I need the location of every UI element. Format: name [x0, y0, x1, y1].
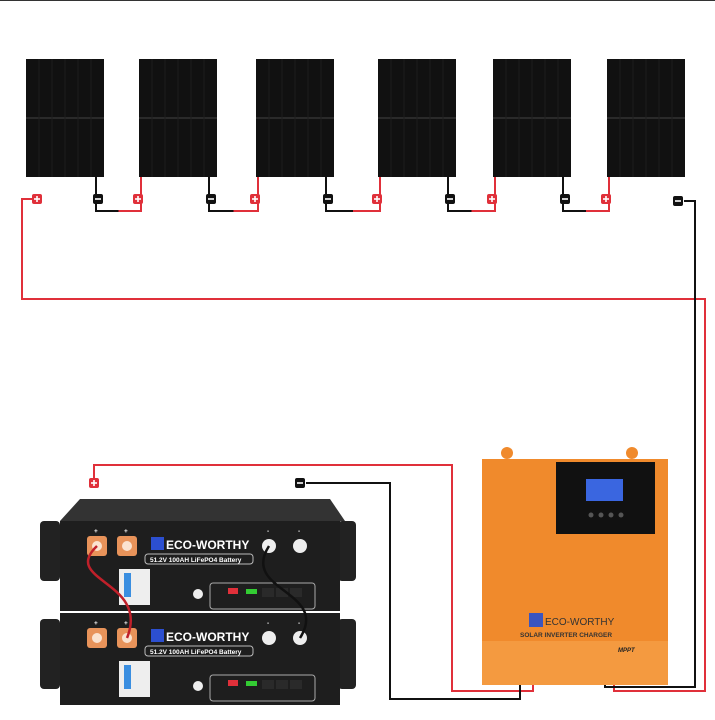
- battery-module: + + - - ECO-WORTHY 51.2V 100AH LiFePO4 Batter…: [87, 620, 316, 702]
- battery-series-negative-cable: [261, 545, 308, 639]
- panel-negative-lead: [562, 177, 586, 212]
- eco-worthy-logo-icon: [151, 629, 164, 642]
- inverter-button[interactable]: [608, 512, 614, 518]
- panel-positive-lead: [471, 177, 496, 212]
- inverter-button[interactable]: [588, 512, 594, 518]
- battery-port-panel: [209, 674, 316, 702]
- positive-label: +: [124, 528, 128, 535]
- solar-panel: [139, 59, 217, 177]
- panel-negative-lead: [95, 177, 119, 212]
- panel-positive-lead: [233, 177, 259, 212]
- inverter-button[interactable]: [618, 512, 624, 518]
- battery-model: 51.2V 100AH LiFePO4 Battery: [150, 557, 242, 564]
- positive-connector-icon: [372, 194, 382, 204]
- negative-terminal: [262, 631, 276, 645]
- battery-brand: ECO-WORTHY: [166, 538, 249, 552]
- negative-connector-icon: [560, 194, 570, 204]
- power-button[interactable]: [193, 589, 203, 599]
- inverter-brand: ECO-WORTHY: [545, 617, 615, 628]
- inverter-subtitle: SOLAR INVERTER CHARGER: [520, 632, 612, 639]
- negative-connector-icon: [445, 194, 455, 204]
- negative-label: -: [298, 620, 300, 627]
- negative-connector-icon: [295, 478, 305, 488]
- battery-stack: [40, 499, 356, 705]
- positive-connector-icon: [89, 478, 99, 488]
- panel-negative-lead: [325, 177, 353, 212]
- solar-panel: [493, 59, 571, 177]
- negative-connector-icon: [323, 194, 333, 204]
- positive-label: +: [124, 620, 128, 627]
- battery-brand: ECO-WORTHY: [166, 630, 249, 644]
- negative-connector-icon: [206, 194, 216, 204]
- negative-label: -: [267, 620, 269, 627]
- battery-series-positive-cable: [86, 545, 132, 639]
- comm-port: [262, 680, 274, 689]
- solar-panel: [256, 59, 334, 177]
- panel-positive-lead: [353, 177, 381, 212]
- inverter-button[interactable]: [598, 512, 604, 518]
- positive-connector-icon: [32, 194, 42, 204]
- comm-port: [276, 680, 288, 689]
- negative-connector-icon: [673, 196, 683, 206]
- inverter-lcd: [586, 479, 623, 501]
- positive-connector-icon: [601, 194, 611, 204]
- panel-negative-lead: [208, 177, 234, 212]
- panel-negative-lead: [447, 177, 472, 212]
- comm-port: [276, 588, 288, 597]
- solar-panel: [26, 59, 104, 177]
- solar-panel: [378, 59, 456, 177]
- negative-label: -: [267, 528, 269, 535]
- negative-label: -: [298, 528, 300, 535]
- power-button[interactable]: [193, 681, 203, 691]
- positive-connector-icon: [133, 194, 143, 204]
- eco-worthy-logo-icon: [529, 613, 543, 627]
- panel-positive-lead: [586, 177, 610, 212]
- positive-label: +: [94, 528, 98, 535]
- solar-positive-wire: [21, 198, 706, 692]
- positive-connector-icon: [487, 194, 497, 204]
- comm-port: [262, 588, 274, 597]
- battery-module: + + - - ECO-WORTHY 51.2V 100AH LiFePO4 Batter…: [87, 528, 316, 610]
- battery-port-panel: [209, 582, 316, 610]
- positive-connector-icon: [250, 194, 260, 204]
- positive-label: +: [94, 620, 98, 627]
- battery-model: 51.2V 100AH LiFePO4 Battery: [150, 649, 242, 656]
- solar-panel: [607, 59, 685, 177]
- comm-port: [290, 588, 302, 597]
- solar-inverter: ECO-WORTHY SOLAR INVERTER CHARGER MPPT: [482, 447, 668, 685]
- battery-negative-wire: [306, 482, 521, 700]
- battery-positive-wire: [93, 464, 534, 692]
- comm-port: [290, 680, 302, 689]
- mppt-badge: MPPT: [618, 648, 636, 654]
- panel-positive-lead: [118, 177, 142, 212]
- eco-worthy-logo-icon: [151, 537, 164, 550]
- negative-connector-icon: [93, 194, 103, 204]
- negative-terminal: [293, 539, 307, 553]
- battery-breaker-switch[interactable]: [119, 661, 150, 697]
